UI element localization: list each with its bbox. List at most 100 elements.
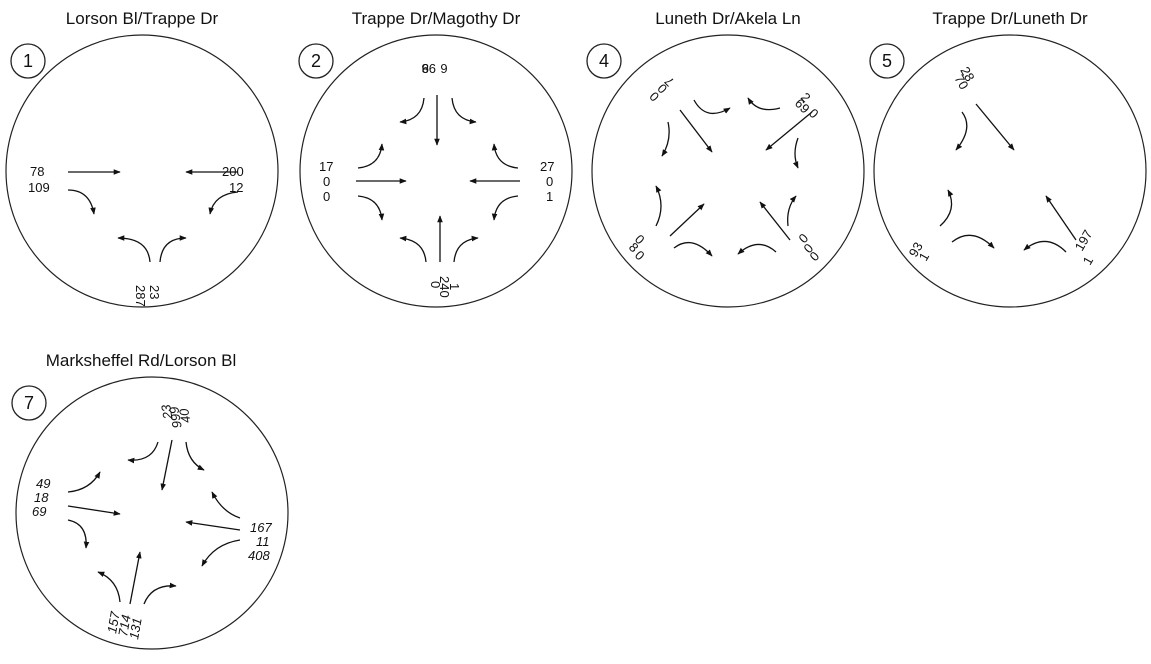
count-north-2: 70 [951, 72, 971, 92]
arrow-nw-right [661, 121, 670, 157]
badge-circle [586, 43, 622, 79]
arrow-ne-through [765, 111, 813, 151]
intersection-4-arrows [655, 97, 813, 257]
count-east-right: 27 [540, 159, 554, 174]
count-west-through: 18 [34, 490, 49, 505]
intersection-5-title: Trappe Dr/Luneth Dr [932, 9, 1088, 28]
badge-circle [298, 43, 334, 79]
arrow-south-through [129, 551, 142, 605]
arrow-west-right [357, 195, 385, 221]
count-west-right: 0 [323, 189, 330, 204]
arrow-east-left [208, 191, 239, 215]
arrow-north-through [160, 439, 173, 491]
arrow-east-left [201, 539, 241, 567]
count-north-through: 98 [422, 61, 436, 76]
count-sw-2: 1 [916, 250, 933, 264]
arrow-se-through [759, 201, 791, 241]
arrow-south-left [399, 235, 427, 263]
intersection-2-number-badge: 2 [298, 43, 334, 79]
badge-circle [11, 385, 47, 421]
arrow-ne-left [747, 97, 781, 111]
count-south-left: 0 [428, 281, 443, 288]
arrow-se-right [787, 195, 797, 227]
arrow-north-left [975, 103, 1015, 151]
count-west-through: 78 [30, 164, 44, 179]
badge-number: 4 [599, 51, 609, 71]
arrow-east-right [211, 491, 241, 519]
count-east-left: 1 [546, 189, 553, 204]
intersection-7-number-badge: 7 [11, 385, 47, 421]
arrow-west-through [67, 505, 121, 516]
intersection-7: Marksheffel Rd/Lorson Bl 7 23 999 [11, 351, 289, 650]
intersection-2-title: Trappe Dr/Magothy Dr [352, 9, 521, 28]
arrow-se-through [1045, 195, 1077, 241]
arrow-nw-left [693, 99, 731, 115]
arrow-north-right [955, 111, 968, 151]
arrow-sw-right [673, 241, 713, 257]
intersection-1-arrows [67, 169, 239, 263]
intersection-4-title: Luneth Dr/Akela Ln [655, 9, 801, 28]
arrow-west-right [67, 519, 90, 549]
count-west-right: 109 [28, 180, 50, 195]
arrow-north-left [185, 441, 205, 471]
count-north-1: 23 [158, 403, 176, 422]
arrow-sw-left [939, 189, 954, 227]
intersection-7-ring [15, 376, 289, 650]
arrow-south-right [453, 235, 479, 263]
count-nw-3: 7 [661, 74, 677, 90]
count-se-2: 1 [1080, 254, 1097, 268]
intersection-7-title: Marksheffel Rd/Lorson Bl [46, 351, 237, 370]
count-west-through: 0 [323, 174, 330, 189]
intersection-1-counts: 78 109 200 12 287 23 [28, 164, 244, 307]
arrow-east-through [185, 520, 241, 531]
count-north-left: 6 [440, 61, 447, 76]
count-south-right: 1 [447, 283, 462, 290]
count-south-right: 23 [147, 285, 162, 299]
intersection-4: Luneth Dr/Akela Ln 4 0 0 7 [586, 9, 865, 308]
badge-number: 1 [23, 51, 33, 71]
arrow-east-left [491, 195, 519, 221]
count-south-right: 131 [126, 617, 145, 641]
count-sw-1: 93 [906, 239, 926, 259]
count-north-3: 40 [176, 407, 193, 425]
arrow-west-left [357, 143, 385, 169]
arrow-se-left [737, 243, 777, 255]
intersection-5-arrows [939, 103, 1077, 253]
badge-number: 7 [24, 393, 34, 413]
intersection-1-title: Lorson Bl/Trappe Dr [66, 9, 219, 28]
arrow-ne-right [792, 137, 799, 169]
arrow-sw-left [655, 185, 662, 227]
count-west-left: 49 [36, 476, 50, 491]
count-north-2: 999 [166, 405, 185, 429]
count-south-through: 714 [115, 614, 134, 638]
intersection-4-number-badge: 4 [586, 43, 622, 79]
count-east-left: 408 [248, 548, 270, 563]
count-se-1: 197 [1072, 227, 1096, 253]
intersection-2-ring [299, 34, 573, 308]
arrow-north-right [127, 441, 159, 464]
intersection-2: Trappe Dr/Magothy Dr 2 6 98 [298, 9, 573, 308]
arrow-north-right [399, 97, 425, 125]
arrow-south-right [143, 582, 177, 605]
count-west-left: 17 [319, 159, 333, 174]
count-east-through: 11 [256, 534, 270, 549]
count-south-through: 240 [437, 276, 452, 298]
count-east-through: 0 [546, 174, 553, 189]
arrow-se-left [1023, 240, 1067, 253]
intersection-2-arrows [356, 95, 520, 263]
badge-number: 2 [311, 51, 321, 71]
badge-circle [869, 43, 905, 79]
arrow-sw-through [669, 203, 705, 237]
count-south-left: 287 [133, 285, 148, 307]
intersection-5-ring [873, 34, 1147, 308]
count-east-right: 167 [250, 520, 272, 535]
intersection-4-ring [591, 34, 865, 308]
arrow-sw-right [951, 234, 995, 249]
intersection-7-counts: 23 999 40 49 18 69 167 11 408 157 714 13… [32, 403, 272, 641]
intersection-1-number-badge: 1 [10, 43, 46, 79]
intersection-1: Lorson Bl/Trappe Dr 1 78 109 200 12 287 … [5, 9, 279, 308]
count-east-through: 200 [222, 164, 244, 179]
intersection-4-counts: 0 0 7 2 69 0 0 8 0 0 0 0 [626, 74, 822, 264]
count-south-left: 157 [104, 610, 123, 635]
